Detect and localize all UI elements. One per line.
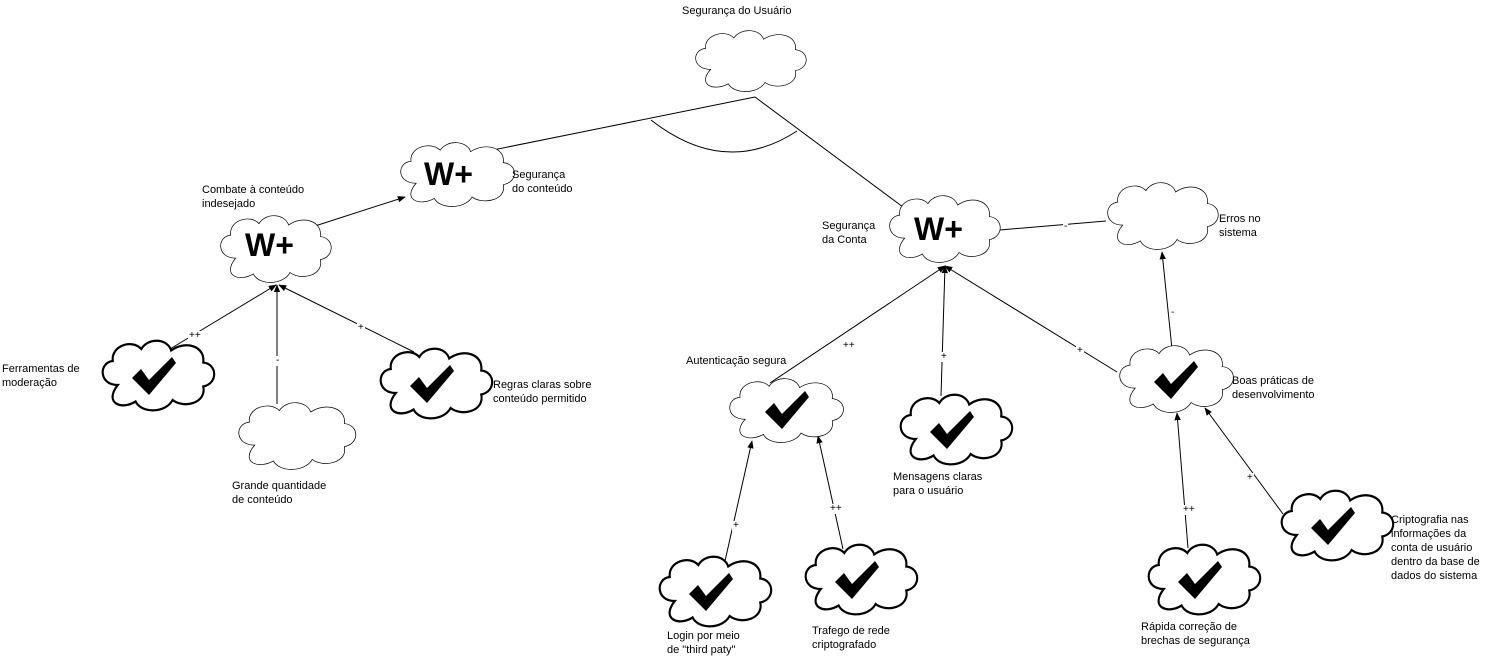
contribution-label: + bbox=[1246, 472, 1254, 483]
contribution-label: - bbox=[275, 355, 281, 366]
node-label-quick-fix: Rápida correção de brechas de segurança bbox=[1141, 621, 1250, 647]
edge-messages-to-account bbox=[940, 265, 948, 397]
contribution-label: ++ bbox=[842, 340, 856, 351]
node-label-dev-practices: Boas práticas de desenvolvimento bbox=[1232, 375, 1315, 401]
contribution-label: - bbox=[1170, 307, 1176, 318]
edge-rules-to-combat bbox=[278, 284, 415, 353]
contribution-label: ++ bbox=[829, 503, 843, 514]
node-label-combat: Combate à conteúdo indesejado bbox=[202, 184, 305, 210]
edge-combat-to-content bbox=[314, 196, 406, 227]
weak-positive-mark: W+ bbox=[245, 227, 294, 263]
edge-practices-to-errors bbox=[1159, 251, 1173, 350]
contribution-label: + bbox=[357, 322, 365, 333]
contribution-label: ++ bbox=[188, 330, 202, 341]
decomposition-edge-root-content bbox=[477, 96, 756, 154]
node-label-secure-auth: Autenticação segura bbox=[686, 355, 787, 367]
node-label-content-volume: Grande quantidade de conteúdo bbox=[232, 480, 327, 506]
contribution-label: + bbox=[940, 351, 948, 362]
node-label-clear-messages: Mensagens claras para o usuário bbox=[893, 471, 983, 497]
contribution-label: - bbox=[1063, 221, 1069, 232]
node-label-system-errors: Erros no sistema bbox=[1219, 213, 1261, 239]
edge-fix-to-practices bbox=[1174, 412, 1189, 549]
node-label-encrypted-traffic: Trafego de rede criptografado bbox=[812, 625, 890, 651]
weak-positive-mark: W+ bbox=[424, 156, 473, 192]
node-label-third-party-login: Login por meio de "third paty" bbox=[667, 630, 740, 656]
and-decomposition-arc bbox=[650, 119, 798, 153]
cloud-root[interactable] bbox=[695, 30, 807, 92]
decomposition-edge-root-account bbox=[754, 96, 904, 208]
edge-traffic-to-auth bbox=[816, 435, 844, 550]
edge-auth-to-account bbox=[769, 265, 946, 384]
node-label-content-security: Segurança do conteúdo bbox=[512, 169, 573, 195]
edge-practices-to-account bbox=[944, 265, 1118, 373]
contribution-label: + bbox=[732, 520, 740, 531]
node-label-account-security: Segurança da Conta bbox=[822, 220, 876, 246]
edge-moderation-to-combat bbox=[169, 284, 277, 350]
node-label-clear-rules: Regras claras sobre conteúdo permitido bbox=[493, 379, 592, 405]
contribution-label: ++ bbox=[1182, 504, 1196, 515]
cloud-system-errors[interactable] bbox=[1107, 182, 1219, 250]
cloud-content-volume[interactable] bbox=[238, 402, 357, 470]
contribution-label: + bbox=[1076, 345, 1084, 356]
edge-errors-to-account bbox=[987, 220, 1107, 234]
edge-crypto-to-practices bbox=[1204, 407, 1284, 515]
weak-positive-mark: W+ bbox=[914, 211, 963, 247]
edge-login-to-auth bbox=[724, 440, 754, 562]
node-label-root: Segurança do Usuário bbox=[682, 5, 792, 17]
node-label-db-crypto: Criptografia nas informações da conta de… bbox=[1391, 514, 1480, 582]
node-label-moderation-tools: Ferramentas de moderação bbox=[2, 363, 80, 389]
